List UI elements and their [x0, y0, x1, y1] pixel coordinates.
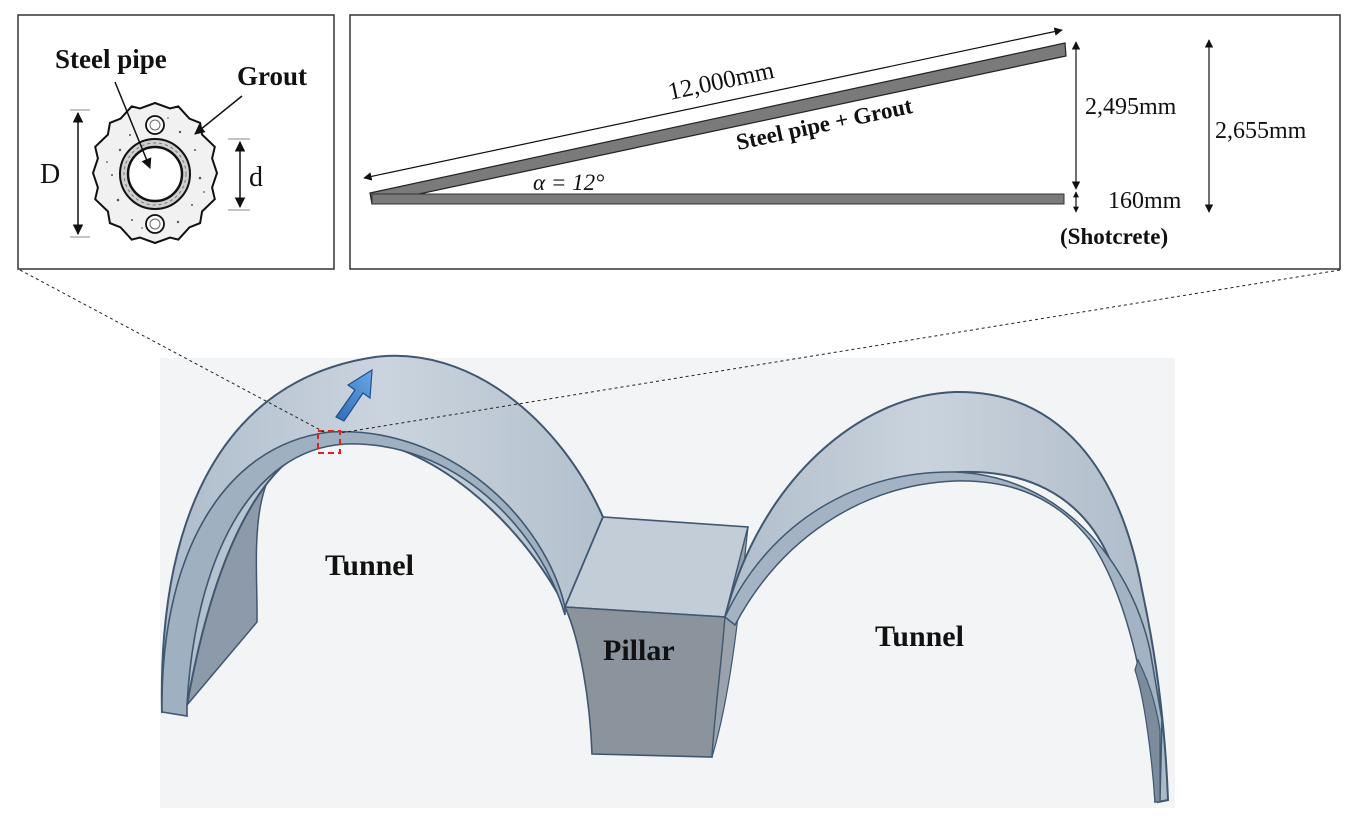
right-tunnel-inner-side — [1134, 658, 1161, 803]
shotcrete-label: (Shotcrete) — [1060, 224, 1168, 249]
shotcrete-thickness-label: 160mm — [1108, 188, 1182, 214]
top-tube — [145, 115, 165, 135]
grout-texture — [106, 117, 205, 229]
total-height-label: 2,655mm — [1215, 118, 1307, 144]
detail-marker — [317, 430, 341, 454]
steel-pipe-inner — [126, 145, 184, 203]
connector-right — [339, 269, 1341, 434]
left-tunnel-rim — [161, 430, 566, 717]
left-tunnel-label: Tunnel — [325, 549, 414, 582]
blue-arrow-icon — [335, 368, 373, 422]
right-tunnel-label: Tunnel — [875, 620, 964, 653]
rise-label: 2,495mm — [1085, 94, 1177, 120]
steel-pipe-pointer — [114, 81, 152, 169]
tunnel-model: Tunnel Pillar Tunnel — [160, 354, 1175, 808]
bottom-tube — [145, 214, 165, 234]
steel-pipe-label: Steel pipe — [55, 44, 167, 74]
inner-diameter-label: d — [249, 162, 263, 193]
pillar-label: Pillar — [603, 634, 675, 667]
grout-label: Grout — [237, 61, 307, 91]
angle-label: α = 12° — [533, 170, 604, 195]
length-dimension — [363, 27, 1063, 181]
profile-panel: 12,000mm Steel pipe + Grout α = 12° 2,49… — [349, 14, 1341, 270]
connector-left — [19, 269, 327, 434]
outer-diameter-label: D — [40, 159, 60, 190]
shotcrete-bar — [371, 193, 1065, 205]
grout-pointer — [194, 95, 243, 135]
cross-section-panel: Steel pipe Grout D d — [17, 14, 335, 270]
